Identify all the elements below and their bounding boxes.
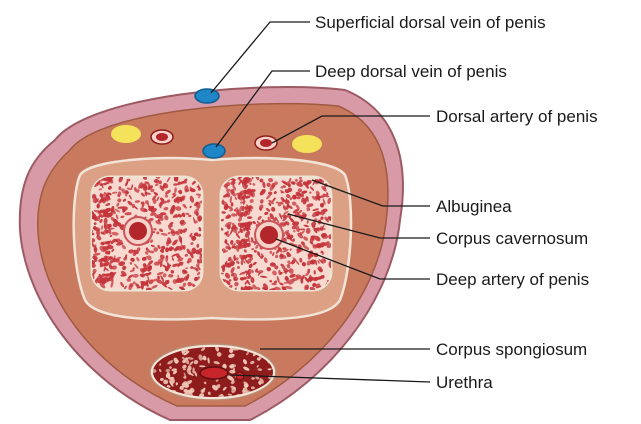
dorsal-artery-right — [255, 136, 277, 150]
label-urethra: Urethra — [436, 373, 493, 392]
erectile-tissue-cell — [282, 215, 286, 218]
dorsal-nerve-left — [111, 125, 141, 143]
label-deep-artery: Deep artery of penis — [436, 270, 589, 289]
label-corpus-cavernosum: Corpus cavernosum — [436, 229, 588, 248]
erectile-tissue-cell — [107, 245, 114, 249]
dorsal-nerve-right — [292, 135, 322, 153]
superficial-dorsal-vein — [195, 89, 219, 103]
label-corpus-spongiosum: Corpus spongiosum — [436, 340, 587, 359]
deep-dorsal-vein — [203, 144, 225, 158]
erectile-tissue-cell — [158, 180, 162, 184]
urethra — [200, 367, 228, 379]
dorsal-artery-left — [151, 130, 173, 144]
leader-superficial-dorsal-vein — [211, 22, 310, 93]
erectile-tissue-cell — [100, 262, 103, 266]
label-deep-dorsal-vein: Deep dorsal vein of penis — [315, 62, 507, 81]
erectile-tissue-cell — [183, 369, 186, 371]
erectile-tissue-cell — [180, 229, 183, 234]
deep-artery-left — [124, 217, 152, 245]
label-superficial-dorsal-vein: Superficial dorsal vein of penis — [315, 13, 546, 32]
deep-artery-right — [255, 221, 283, 249]
label-dorsal-artery: Dorsal artery of penis — [436, 107, 598, 126]
erectile-tissue-cell — [177, 275, 179, 278]
label-albuginea: Albuginea — [436, 197, 512, 216]
erectile-tissue-cell — [321, 210, 325, 216]
